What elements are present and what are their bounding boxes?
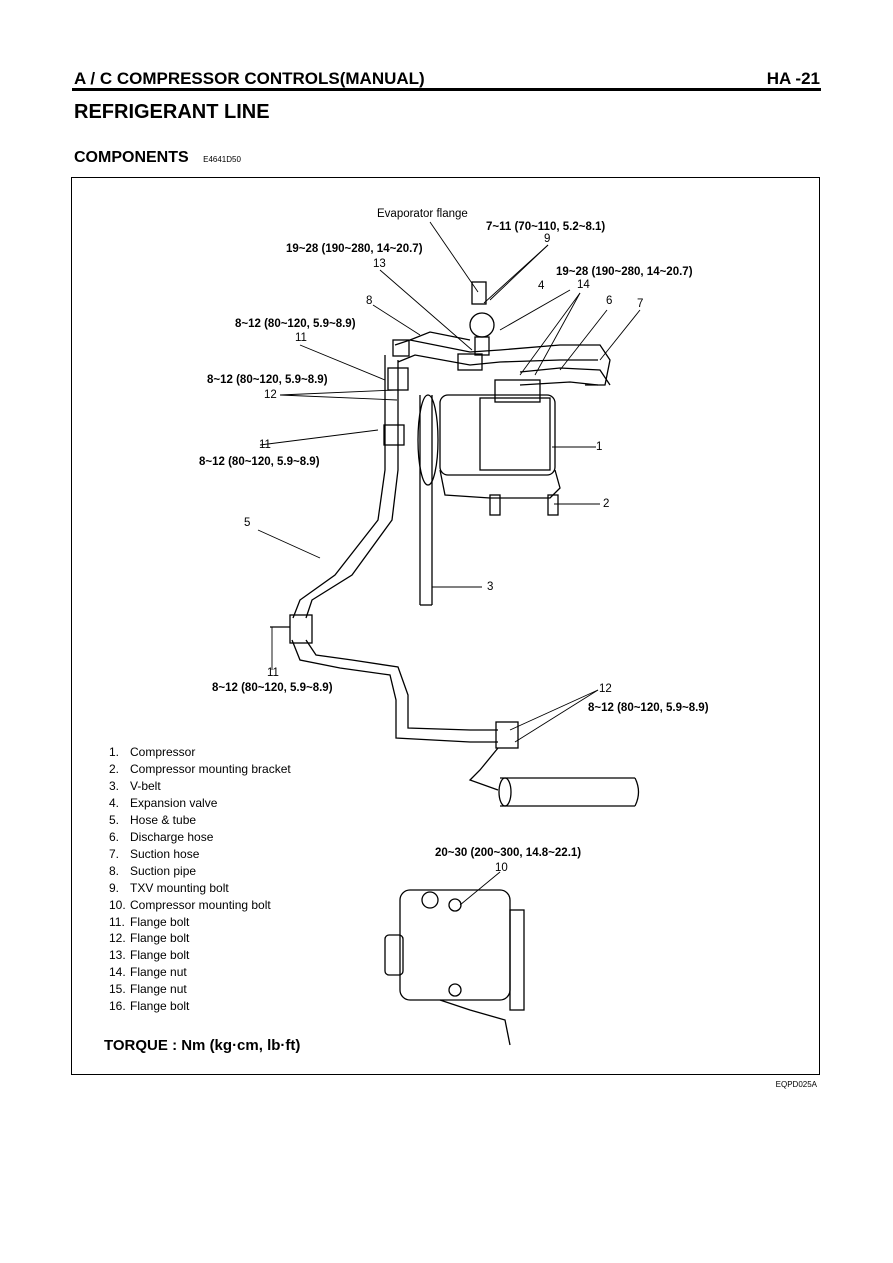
legend-item: 10.Compressor mounting bolt <box>109 897 271 912</box>
lower-pipe <box>500 777 635 807</box>
legend-item: 13.Flange bolt <box>109 948 190 963</box>
header-rule <box>72 88 821 91</box>
lower-pipe-end <box>634 777 640 807</box>
flange-block-mid <box>387 367 409 391</box>
legend-item: 12.Flange bolt <box>109 931 190 946</box>
suction-pipe-bottom <box>397 354 598 366</box>
compressor-head <box>479 397 551 471</box>
legend-item: 11.Flange bolt <box>109 914 190 929</box>
legend-item: 2.Compressor mounting bracket <box>109 761 291 776</box>
callout-10: 10 <box>495 862 508 874</box>
legend-item: 4.Expansion valve <box>109 795 218 810</box>
callout-13: 13 <box>373 258 386 270</box>
discharge-hose-inner <box>519 381 599 386</box>
components-label: COMPONENTS <box>74 149 189 166</box>
legend-item: 6.Discharge hose <box>109 829 214 844</box>
suction-pipe-top <box>394 339 611 386</box>
components-code: E4641D50 <box>203 155 241 164</box>
legend-item: 3.V-belt <box>109 778 161 793</box>
callout-torque-7-11: 7~11 (70~110, 5.2~8.1) <box>486 221 606 233</box>
mounting-bolt-10 <box>448 898 462 912</box>
legend-item: 9.TXV mounting bolt <box>109 880 229 895</box>
bracket-foot-left <box>489 494 501 516</box>
suction-pipe-bend <box>409 331 471 341</box>
mounting-bolt-lower <box>448 983 462 997</box>
tube-outline-right <box>305 360 399 619</box>
callout-evaporator-flange: Evaporator flange <box>377 208 468 220</box>
callout-11-c: 11 <box>267 667 279 679</box>
callout-5: 5 <box>244 517 251 529</box>
expansion-valve-body <box>469 312 495 338</box>
compressor-body <box>439 394 556 476</box>
compressor-side-clutch <box>384 934 404 976</box>
callout-torque-8-12-d: 8~12 (80~120, 5.9~8.9) <box>212 682 333 694</box>
callout-1: 1 <box>596 441 603 453</box>
callout-torque-20-30: 20~30 (200~300, 14.8~22.1) <box>435 847 582 859</box>
legend-item: 15.Flange nut <box>109 982 187 997</box>
callout-torque-8-12-c: 8~12 (80~120, 5.9~8.9) <box>199 456 320 468</box>
leader-lines <box>257 221 641 906</box>
callout-6: 6 <box>606 295 613 307</box>
flange-block-hose <box>289 614 313 644</box>
tube-lower-outline-b <box>305 639 498 731</box>
legend-item: 5.Hose & tube <box>109 812 197 827</box>
tube-lower-outline-a <box>291 639 498 743</box>
callout-torque-8-12-a: 8~12 (80~120, 5.9~8.9) <box>235 318 356 330</box>
mounting-bracket <box>439 469 561 499</box>
callout-torque-19-28-b: 19~28 (190~280, 14~20.7) <box>556 266 693 278</box>
page-title: REFRIGERANT LINE <box>74 101 270 123</box>
components-heading: COMPONENTS E4641D50 <box>74 149 241 167</box>
callout-3: 3 <box>487 581 494 593</box>
compressor-side-bracket <box>439 999 511 1046</box>
callout-11-a: 11 <box>295 332 307 344</box>
lower-bracket <box>468 747 499 791</box>
legend-item: 1.Compressor <box>109 745 196 759</box>
callout-torque-19-28-a: 19~28 (190~280, 14~20.7) <box>286 243 423 255</box>
flange-joint-top <box>457 353 483 371</box>
bracket-foot-right <box>547 494 559 516</box>
callout-12-b: 12 <box>599 683 612 695</box>
page-number: HA -21 <box>766 69 820 88</box>
callout-torque-8-12-e: 8~12 (80~120, 5.9~8.9) <box>588 702 709 714</box>
legend-item: 8.Suction pipe <box>109 863 197 878</box>
callout-7: 7 <box>637 298 644 310</box>
lower-flange-block <box>495 721 519 749</box>
callout-14: 14 <box>577 279 590 291</box>
flange-block-lower <box>383 424 405 446</box>
discharge-hose <box>519 367 611 386</box>
flange-block-upper <box>392 339 410 357</box>
callout-2: 2 <box>603 498 610 510</box>
expansion-valve-base <box>474 336 490 356</box>
figure-frame <box>71 177 820 1075</box>
lower-pipe-flange <box>498 777 512 807</box>
compressor-side-fitting <box>421 891 439 909</box>
compressor-pulley <box>417 394 439 486</box>
section-header: A / C COMPRESSOR CONTROLS(MANUAL) <box>74 69 425 88</box>
callout-11-b: 11 <box>259 439 271 451</box>
evap-flange-block <box>471 281 487 305</box>
torque-note: TORQUE : Nm (kg·cm, lb·ft) <box>104 1037 301 1054</box>
legend-item: 16.Flange bolt <box>109 999 190 1014</box>
callout-torque-8-12-b: 8~12 (80~120, 5.9~8.9) <box>207 374 328 386</box>
compressor-side-pulley <box>509 909 525 1011</box>
callout-12-a: 12 <box>264 389 277 401</box>
callout-4: 4 <box>538 280 545 292</box>
component-legend: 1.Compressor 2.Compressor mounting brack… <box>109 744 291 1015</box>
callout-8: 8 <box>366 295 373 307</box>
compressor-discharge-port <box>494 379 541 403</box>
callout-9: 9 <box>544 233 551 245</box>
figure-code: EQPD025A <box>775 1080 817 1089</box>
legend-item: 7.Suction hose <box>109 846 200 861</box>
tube-outline-left <box>292 355 386 619</box>
legend-item: 14.Flange nut <box>109 965 187 980</box>
